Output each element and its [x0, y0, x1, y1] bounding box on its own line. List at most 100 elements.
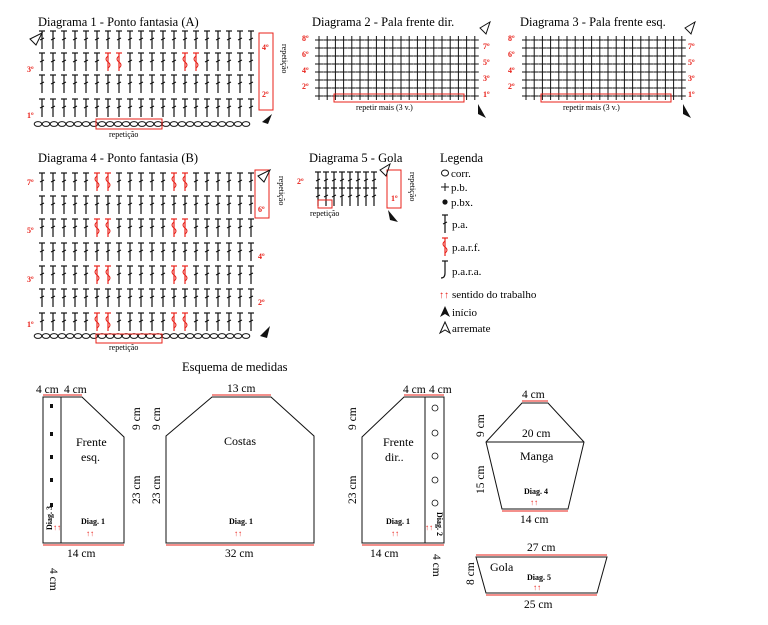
pa-stitch — [225, 98, 233, 118]
front-right-top-right: 4 cm — [429, 384, 452, 396]
pb-stitch — [462, 83, 472, 93]
pb-stitch — [314, 91, 324, 101]
pa-stitch — [314, 171, 322, 191]
pa-stitch — [126, 312, 134, 332]
pa-stitch — [82, 172, 90, 192]
pa-stitch — [192, 195, 200, 215]
pb-stitch — [570, 35, 580, 45]
pa-stitch — [247, 218, 255, 238]
pa-stitch — [60, 218, 68, 238]
pb-stitch — [636, 59, 646, 69]
pa-stitch — [192, 98, 200, 118]
sleeve-name: Manga — [520, 449, 554, 463]
pa-stitch — [148, 312, 156, 332]
pa-stitch — [126, 172, 134, 192]
pb-stitch — [371, 51, 381, 61]
pa-stitch — [159, 312, 167, 332]
pb-stitch — [421, 75, 431, 85]
pb-stitch — [529, 35, 539, 45]
diagram1-grid — [33, 30, 255, 127]
pb-stitch — [322, 75, 332, 85]
chain-stitch — [57, 333, 67, 339]
pb-stitch — [388, 35, 398, 45]
diagram4-side-bracket — [254, 169, 270, 219]
pa-stitch — [137, 265, 145, 285]
pa-stitch — [236, 30, 244, 50]
pa-stitch — [148, 52, 156, 72]
pb-stitch — [404, 75, 414, 85]
pb-stitch — [363, 75, 373, 85]
pb-stitch — [388, 43, 398, 53]
pa-stitch — [225, 52, 233, 72]
pa-stitch — [126, 288, 134, 308]
pa-stitch — [247, 52, 255, 72]
pb-stitch — [529, 67, 539, 77]
pa-stitch — [214, 172, 222, 192]
pb-stitch — [437, 51, 447, 61]
pb-stitch — [636, 83, 646, 93]
pb-stitch — [636, 35, 646, 45]
pa-stitch — [38, 265, 46, 285]
pa-stitch — [60, 288, 68, 308]
chain-stitch — [209, 333, 219, 339]
pb-stitch — [644, 83, 654, 93]
pa-stitch — [192, 218, 200, 238]
pb-stitch — [380, 83, 390, 93]
pa-stitch — [93, 74, 101, 94]
pa-stitch — [225, 30, 233, 50]
pa-stitch — [115, 218, 123, 238]
legend: Legenda corr. p.b. p.bx. p.a. p.a.r.f. p… — [438, 151, 537, 335]
pb-stitch — [314, 43, 324, 53]
chain-stitch — [241, 333, 251, 339]
parf-stitch — [104, 218, 112, 238]
pb-stitch — [330, 67, 340, 77]
chain-stitch — [49, 333, 59, 339]
pa-stitch — [60, 172, 68, 192]
pb-stitch — [470, 43, 480, 53]
pb-stitch — [628, 75, 638, 85]
pa-stitch — [247, 74, 255, 94]
parf-stitch — [93, 265, 101, 285]
pa-stitch — [192, 30, 200, 50]
pa-stitch — [170, 30, 178, 50]
pb-stitch — [445, 35, 455, 45]
pb-stitch — [404, 83, 414, 93]
pb-stitch — [652, 91, 662, 101]
pb-stitch — [578, 83, 588, 93]
pa-stitch — [159, 172, 167, 192]
diagram2-row-3: 3º — [483, 74, 490, 83]
pb-stitch — [470, 35, 480, 45]
pa-stitch — [159, 242, 167, 262]
pa-stitch — [214, 288, 222, 308]
pa-stitch — [148, 242, 156, 262]
pb-stitch — [339, 75, 349, 85]
pb-stitch — [421, 51, 431, 61]
pa-stitch — [82, 98, 90, 118]
pb-stitch — [660, 51, 670, 61]
pa-stitch — [126, 195, 134, 215]
pa-stitch — [38, 52, 46, 72]
pb-stitch — [521, 75, 531, 85]
pa-stitch — [203, 172, 211, 192]
pb-stitch — [388, 59, 398, 69]
pb-stitch — [529, 91, 539, 101]
diagram2-row-2: 2º — [302, 82, 309, 91]
legend-item-pa: p.a. — [452, 219, 468, 231]
pb-stitch — [437, 59, 447, 69]
pa-stitch — [60, 312, 68, 332]
diagram2-grid — [314, 35, 480, 101]
pb-stitch — [371, 67, 381, 77]
chain-stitch — [73, 333, 83, 339]
pa-stitch — [192, 288, 200, 308]
pa-stitch — [93, 195, 101, 215]
chain-stitch — [201, 121, 211, 127]
chain-stitch — [97, 121, 107, 127]
pa-stitch — [71, 218, 79, 238]
start-arrow-icon — [478, 104, 486, 118]
pa-stitch — [159, 195, 167, 215]
pb-stitch — [421, 43, 431, 53]
pb-stitch — [578, 43, 588, 53]
pb-stitch — [636, 75, 646, 85]
legend-item-pb: p.b. — [451, 182, 468, 194]
pb-stitch — [322, 67, 332, 77]
